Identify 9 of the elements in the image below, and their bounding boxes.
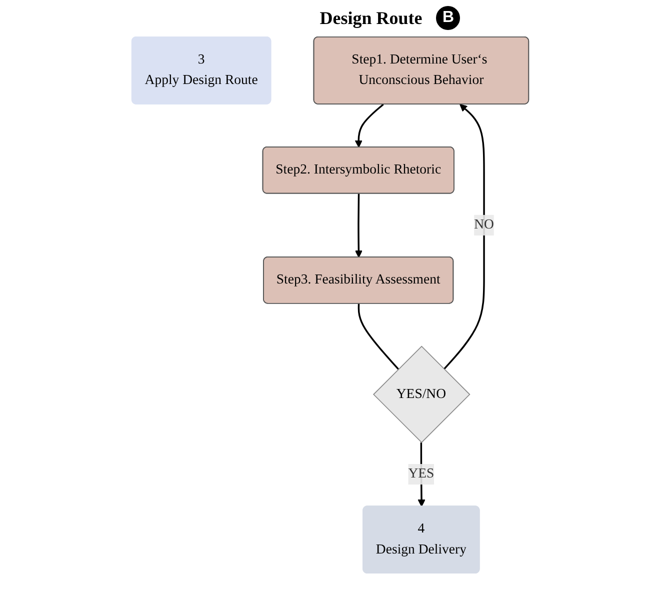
node-diamond: YES/NO [372, 346, 470, 444]
arrow [443, 104, 485, 370]
arrow [354, 194, 362, 258]
connector [358, 304, 399, 370]
edge-label: NO [474, 217, 494, 232]
edge-label: YES [408, 466, 434, 482]
diagram-title: Design Route [320, 8, 422, 28]
panel-letter-badge: B [436, 6, 460, 30]
arrow [354, 104, 384, 148]
